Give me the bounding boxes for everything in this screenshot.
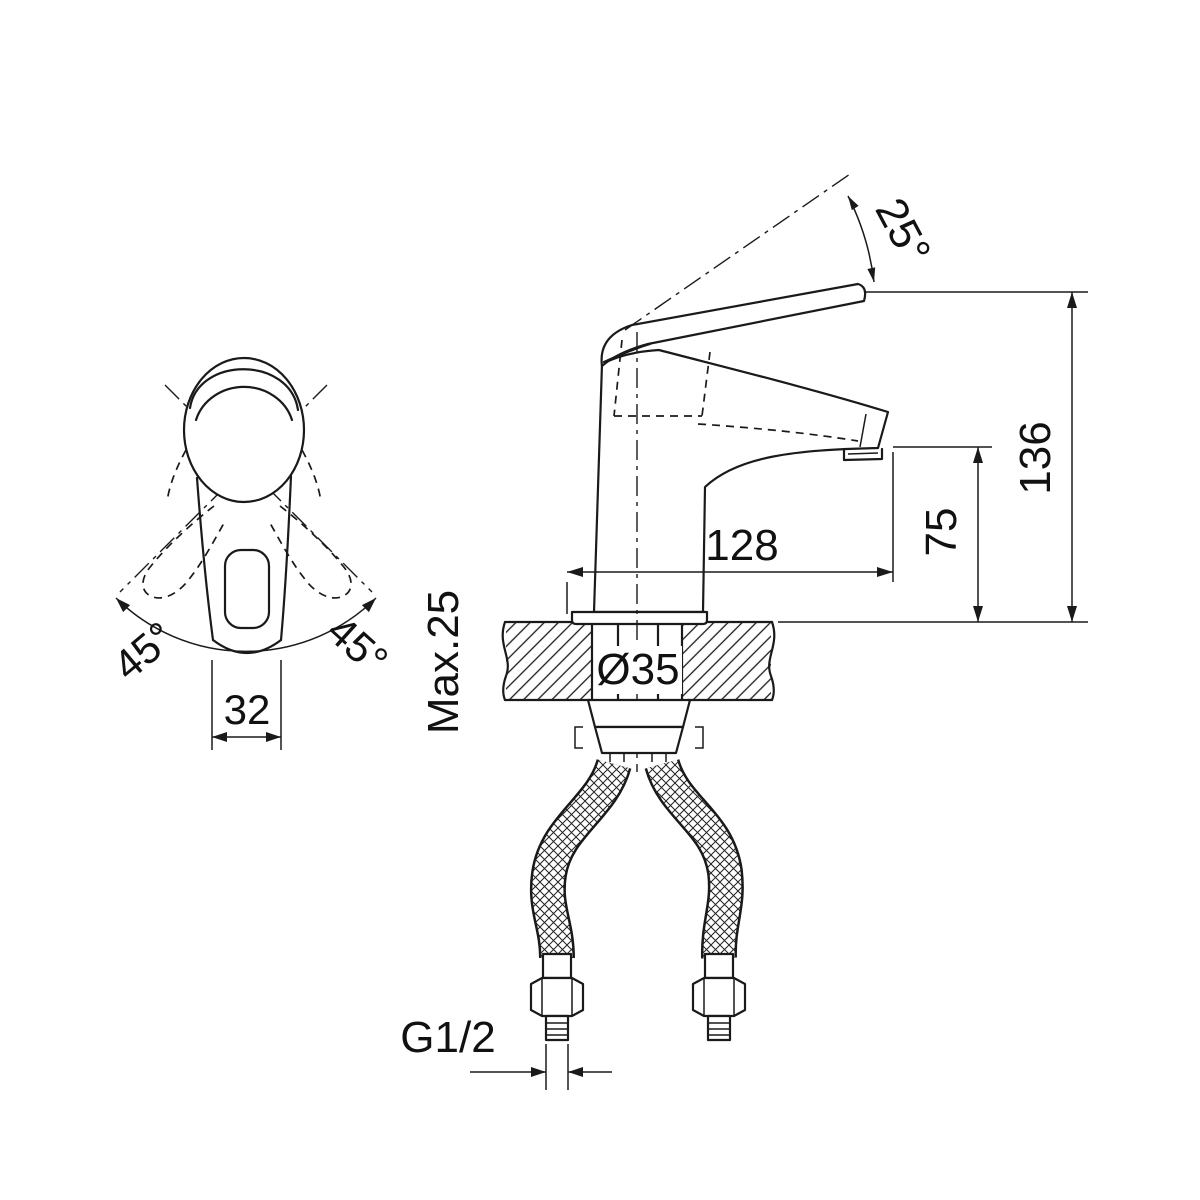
faucet-body-spout xyxy=(592,348,890,614)
supply-hoses xyxy=(529,758,744,959)
waterway-hidden-line xyxy=(697,423,859,442)
left-fitting-thread-stub xyxy=(544,1014,570,1042)
deck-break-edge-left xyxy=(501,620,509,702)
cartridge-hidden-lines xyxy=(613,339,711,417)
swing-knob-arc-left xyxy=(166,449,187,503)
left-fitting-hex-nut xyxy=(529,976,585,1018)
dim-g12-arrow-left xyxy=(531,1067,546,1077)
swing-knob-arc-right xyxy=(301,449,322,503)
left-hose-braid xyxy=(532,759,629,959)
left-fitting-threads xyxy=(546,1022,568,1036)
swing-arc-arrow-left xyxy=(116,598,131,613)
hole-dia-label-bg xyxy=(594,646,682,694)
base-flange xyxy=(570,610,709,626)
right-hose-braid xyxy=(647,759,742,959)
dimensions: 25° 136 75 128 Ø35 Max.25 G1/ xyxy=(400,190,1088,1090)
right-fitting-threads xyxy=(708,1022,730,1036)
hose-stub-right xyxy=(651,753,667,762)
dim-32-arrow-right xyxy=(266,732,281,742)
handle-body-left-edge xyxy=(195,476,215,642)
front-view-faucet xyxy=(501,173,890,1042)
right-fitting-hex-facets xyxy=(703,978,735,1016)
max-deck-thickness-label: Max.25 xyxy=(419,590,468,734)
left-fitting-collar xyxy=(541,952,573,980)
deck-break-edge-right xyxy=(768,620,776,702)
swing-arc xyxy=(115,597,377,653)
dim-136-arrow-bottom xyxy=(1067,606,1077,622)
lever-angle-label: 25° xyxy=(866,190,941,272)
deck-hatch-left xyxy=(506,622,592,700)
aerator xyxy=(842,447,884,462)
lever-axis-centerline xyxy=(624,173,851,331)
swing-angle-right-label: 45° xyxy=(318,607,397,684)
handle-body-inner-detail xyxy=(223,548,271,630)
mounting-hole-diameter-label: Ø35 xyxy=(596,645,679,694)
dim-25-arrow-top xyxy=(848,196,859,211)
handle-body-bottom xyxy=(211,638,283,654)
dim-136-arrow-top xyxy=(1067,292,1077,308)
mounting-nut xyxy=(593,725,685,755)
swing-arc-arrow-right xyxy=(361,598,376,613)
dim-75-arrow-top xyxy=(973,447,983,463)
deck-hatch-right xyxy=(682,622,771,700)
mounting-bolt-left xyxy=(574,726,583,749)
spout-height-label: 75 xyxy=(917,508,966,557)
overall-height-label: 136 xyxy=(1011,421,1060,494)
body-depth-label: 128 xyxy=(705,521,778,570)
cap-seam-line xyxy=(602,342,652,364)
spout-tip-inner-line xyxy=(859,413,867,448)
dim-75-arrow-bottom xyxy=(973,606,983,622)
top-view-handle: 45° 45° 32 xyxy=(104,356,397,750)
dim-g12-arrow-right xyxy=(568,1067,583,1077)
swing-outline-left xyxy=(142,505,225,599)
dim-32-arrow-left xyxy=(212,732,227,742)
swing-angle-left-label: 45° xyxy=(104,612,183,689)
supply-thread-label: G1/2 xyxy=(400,1013,495,1062)
handle-width-label: 32 xyxy=(224,686,271,733)
left-fitting-hex-facets xyxy=(541,978,573,1016)
dim-25-arrow-bottom xyxy=(867,267,876,282)
left-hose-fitting xyxy=(529,952,585,1042)
right-hose-fitting xyxy=(691,952,747,1042)
right-fitting-collar xyxy=(703,952,735,980)
right-fitting-thread-stub xyxy=(706,1014,732,1042)
aerator-detail xyxy=(847,452,879,455)
handle-body-right-edge xyxy=(279,474,293,642)
right-fitting-hex-nut xyxy=(691,976,747,1018)
mounting-bolt-right xyxy=(695,726,704,749)
hose-stub-left xyxy=(609,753,625,762)
handle-knob-top-arc xyxy=(194,385,294,422)
handle-knob-inner-arc xyxy=(188,368,300,412)
dim-128-arrow-left xyxy=(567,567,583,577)
swing-outline-right xyxy=(269,505,352,599)
handle-knob-outline xyxy=(182,356,306,504)
dim-128-arrow-right xyxy=(877,567,893,577)
horseshoe-washer xyxy=(586,698,692,729)
